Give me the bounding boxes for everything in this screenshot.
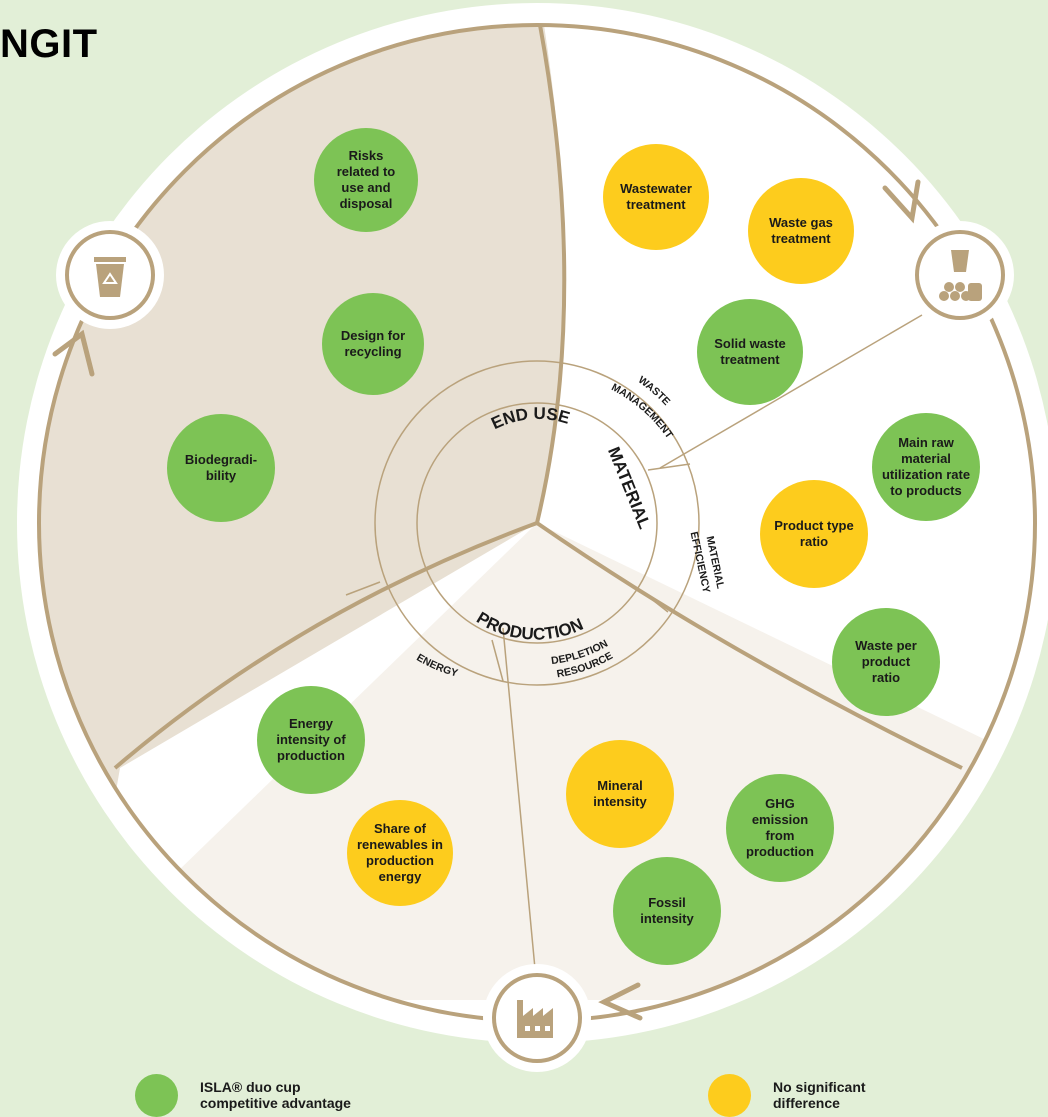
bubble-share-text: Share of renewables in production energy — [357, 821, 443, 884]
arrow-production-icon — [598, 982, 643, 1021]
bubble-risks: Risks related to use and disposal — [314, 128, 418, 232]
bubble-design-text: Design for recycling — [340, 328, 406, 359]
material-link-line — [659, 314, 923, 469]
recycling-bin-icon — [56, 221, 164, 329]
bubble-bio: Biodegradi- bility — [167, 414, 275, 522]
divider-right — [535, 521, 963, 770]
bubble-ghg-text: GHG emission from production — [746, 796, 814, 859]
bubble-producttype-text: Product type ratio — [774, 518, 854, 549]
bubble-fossil: Fossil intensity — [613, 857, 721, 965]
bubble-fossil-text: Fossil intensity — [640, 895, 694, 926]
bubble-producttype: Product type ratio — [760, 480, 868, 588]
legend-green: ISLA® duo cup competitive advantage — [135, 1074, 351, 1117]
arrow-end-use-icon — [52, 329, 95, 377]
divider-top — [535, 24, 567, 524]
legend-yellow-dot — [708, 1074, 751, 1117]
bubble-risks-text: Risks related to use and disposal — [336, 148, 396, 211]
arrow-material-icon — [882, 179, 921, 224]
bubble-design: Design for recycling — [322, 293, 424, 395]
bubble-wastewater-text: Wastewater treatment — [620, 181, 692, 212]
bubble-wastewater: Wastewater treatment — [603, 144, 709, 250]
bubble-solid: Solid waste treatment — [697, 299, 803, 405]
legend-green-dot — [135, 1074, 178, 1117]
bubble-wastegas: Waste gas treatment — [748, 178, 854, 284]
bubble-mainraw-text: Main raw material utilization rate to pr… — [881, 435, 971, 498]
bubble-energyint-text: Energy intensity of production — [276, 716, 346, 763]
production-sector — [45, 523, 1035, 1000]
bubble-solid-text: Solid waste treatment — [714, 336, 786, 367]
divider-left — [113, 521, 538, 770]
bubble-energyint: Energy intensity of production — [257, 686, 365, 794]
factory-icon — [483, 964, 591, 1072]
inner-ring-outer — [374, 360, 700, 686]
bubble-bio-text: Biodegradi- bility — [184, 452, 258, 483]
page-title: NGIT — [0, 22, 98, 66]
bubble-mainraw: Main raw material utilization rate to pr… — [872, 413, 980, 521]
bubble-wastegas-text: Waste gas treatment — [769, 215, 833, 246]
bubble-mineral: Mineral intensity — [566, 740, 674, 848]
bubble-ghg: GHG emission from production — [726, 774, 834, 882]
legend-yellow: No significant difference — [708, 1074, 866, 1117]
legend-green-label: ISLA® duo cup competitive advantage — [200, 1079, 351, 1111]
bubble-mineral-text: Mineral intensity — [593, 778, 647, 809]
bubble-wasteper: Waste per product ratio — [832, 608, 940, 716]
production-link-line — [502, 627, 538, 991]
raw-material-cup-icon — [906, 221, 1014, 329]
legend-yellow-label: No significant difference — [773, 1079, 866, 1111]
bubble-share: Share of renewables in production energy — [347, 800, 453, 906]
inner-ring-inner — [416, 402, 658, 644]
bubble-wasteper-text: Waste per product ratio — [855, 638, 917, 685]
